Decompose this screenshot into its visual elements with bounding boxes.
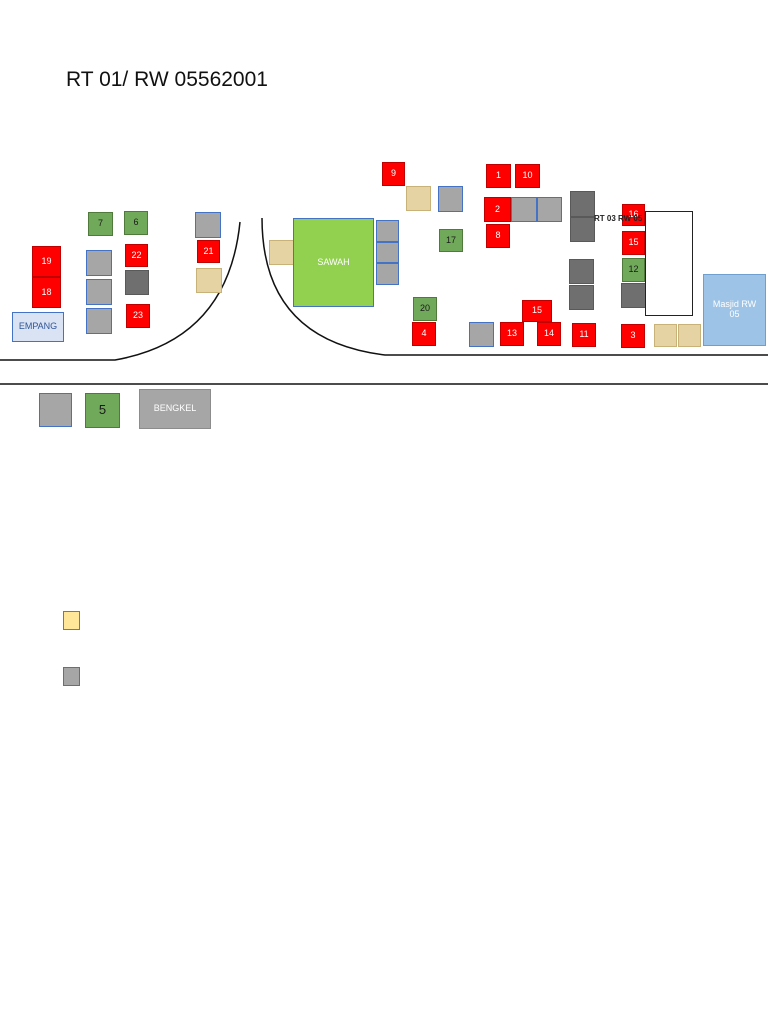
house-8[interactable]: 8 [486,224,510,248]
dark-gray-house-right-4[interactable] [569,285,594,310]
dark-gray-house-right-5[interactable] [621,283,646,308]
gray-house-sawah-3[interactable] [376,263,399,285]
house-10[interactable]: 10 [515,164,540,188]
gray-house-row-2[interactable] [537,197,562,222]
gray-house-bottom[interactable] [469,322,494,347]
tan-house-curve[interactable] [196,268,222,293]
gray-house-road[interactable] [39,393,72,427]
house-15-lower[interactable]: 15 [522,300,552,322]
empang-pond: EMPANG [12,312,64,342]
house-6[interactable]: 6 [124,211,148,235]
gray-house-sawah-2[interactable] [376,242,399,263]
house-19[interactable]: 19 [32,246,61,277]
bengkel-workshop: BENGKEL [139,389,211,429]
house-4[interactable]: 4 [412,322,436,346]
legend-swatch-yellow [63,611,80,630]
tan-house-right-1[interactable] [654,324,677,347]
house-23[interactable]: 23 [126,304,150,328]
dark-gray-house-right-1[interactable] [570,191,595,217]
tan-house-right-2[interactable] [678,324,701,347]
dark-gray-house-left[interactable] [125,270,149,295]
gray-house-curve[interactable] [195,212,221,238]
dark-gray-house-right-2[interactable] [570,217,595,242]
house-5[interactable]: 5 [85,393,120,428]
house-15-upper[interactable]: 15 [622,231,645,255]
gray-house-top[interactable] [438,186,463,212]
dark-gray-house-right-3[interactable] [569,259,594,284]
sawah-field: SAWAH [293,218,374,307]
house-3[interactable]: 3 [621,324,645,348]
tan-house-top[interactable] [406,186,431,211]
house-20[interactable]: 20 [413,297,437,321]
tan-house-sawah[interactable] [269,240,295,265]
house-7[interactable]: 7 [88,212,113,236]
left-road-curve [0,221,241,361]
gray-house-left-2[interactable] [86,279,112,305]
gray-house-sawah-1[interactable] [376,220,399,242]
masjid-rw05: Masjid RW 05 [703,274,766,346]
map-title: RT 01/ RW 05562001 [66,68,268,91]
house-21[interactable]: 21 [197,240,220,263]
house-11[interactable]: 11 [572,323,596,347]
house-22[interactable]: 22 [125,244,148,267]
house-2[interactable]: 2 [484,197,511,222]
legend-swatch-gray [63,667,80,686]
house-14[interactable]: 14 [537,322,561,346]
gray-house-left-1[interactable] [86,250,112,276]
house-17[interactable]: 17 [439,229,463,252]
middle-road-curve [261,217,768,356]
house-16[interactable]: 16 [622,204,645,226]
gray-house-left-3[interactable] [86,308,112,334]
gray-house-row-1[interactable] [511,197,537,222]
house-1[interactable]: 1 [486,164,511,188]
house-13[interactable]: 13 [500,322,524,346]
rt03-label: RT 03 RW 05 [594,214,643,223]
house-12[interactable]: 12 [622,258,645,282]
house-9[interactable]: 9 [382,162,405,186]
house-18[interactable]: 18 [32,277,61,308]
rt03-area-outline [645,211,693,316]
